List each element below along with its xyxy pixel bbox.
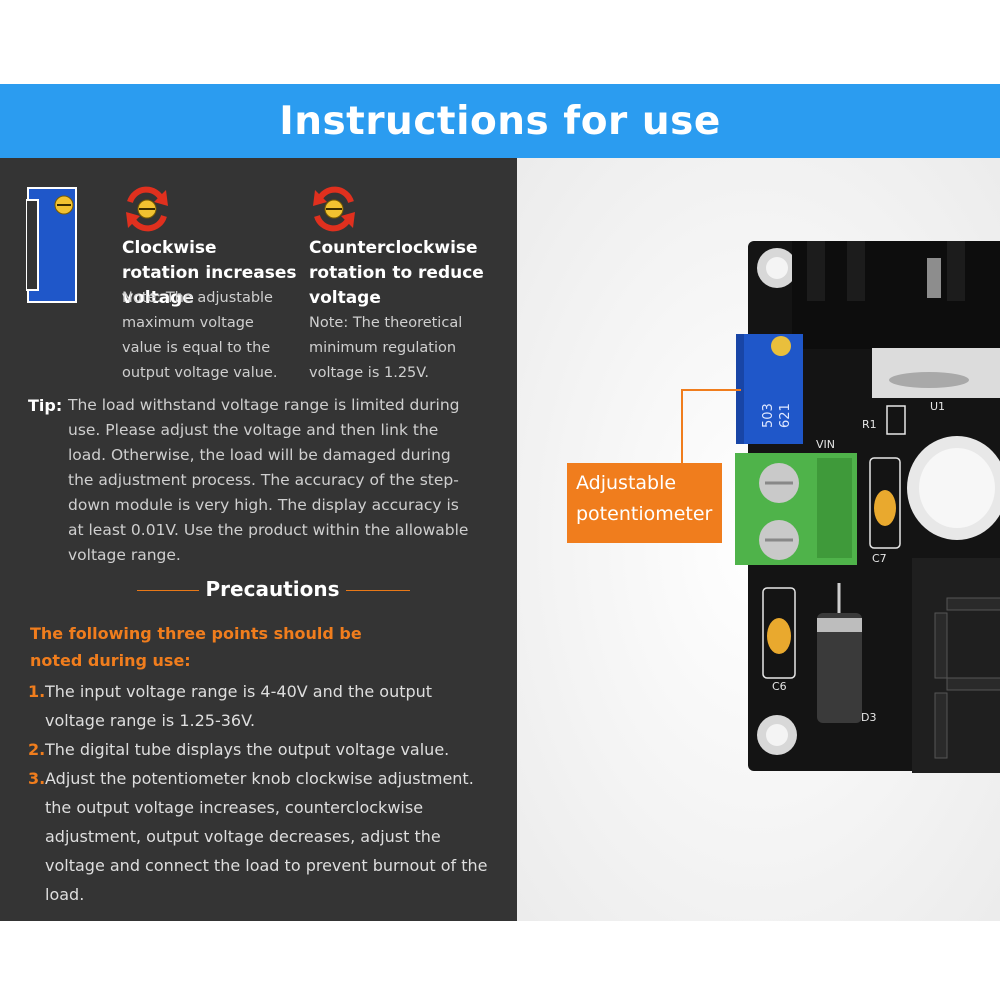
r1-label: R1: [862, 418, 877, 431]
instructions-panel: [0, 158, 517, 921]
callout-connector-vertical: [681, 389, 683, 464]
clockwise-rotation-icon: [126, 186, 168, 232]
title-banner: Instructions for use: [0, 84, 1000, 158]
list-item-text: Adjust the potentiometer knob clockwise …: [45, 769, 488, 904]
pot-code-text: 621: [778, 403, 793, 428]
clockwise-title: Clockwise rotation increases voltage: [122, 238, 297, 308]
u1-label: U1: [930, 400, 945, 413]
list-item: 2. The digital tube displays the output …: [28, 735, 488, 764]
potentiometer-callout: Adjustable potentiometer: [567, 463, 722, 543]
c7-label: C7: [872, 552, 887, 565]
c6-label: C6: [772, 680, 787, 693]
list-item-text: The digital tube displays the output vol…: [45, 740, 450, 759]
product-photo: 503 621 VIN R1 U1 C7 C6 D3: [517, 158, 1000, 921]
d3-label: D3: [861, 711, 876, 724]
counterclockwise-note: Note: The theoretical minimum regulation…: [309, 315, 463, 381]
list-item-number: 2.: [28, 740, 46, 759]
list-item-text: The input voltage range is 4-40V and the…: [45, 682, 433, 730]
list-item-number: 1.: [28, 682, 46, 701]
clockwise-note: Note: The adjustable maximum voltage val…: [122, 290, 278, 381]
circuit-board-illustration: 503 621 VIN R1 U1 C7 C6 D3: [517, 158, 1000, 921]
counterclockwise-title: Counterclockwise rotation to reduce volt…: [309, 238, 484, 308]
tip-label: Tip:: [28, 396, 63, 415]
precautions-divider-left: [137, 590, 199, 591]
tip-text: The load withstand voltage range is limi…: [68, 396, 469, 564]
precautions-title: Precautions: [205, 577, 340, 601]
pot-marking-text: 503: [761, 403, 776, 428]
list-item: 1. The input voltage range is 4-40V and …: [28, 677, 488, 735]
precautions-intro: The following three points should be not…: [30, 624, 362, 670]
counterclockwise-rotation-icon: [313, 186, 355, 232]
vin-label: VIN: [816, 438, 835, 451]
callout-connector-horizontal: [681, 389, 741, 391]
potentiometer-icon: [26, 187, 77, 303]
banner-title: Instructions for use: [279, 98, 721, 144]
list-item: 3. Adjust the potentiometer knob clockwi…: [28, 764, 488, 909]
precautions-list: 1. The input voltage range is 4-40V and …: [28, 677, 488, 909]
list-item-number: 3.: [28, 769, 46, 788]
precautions-divider-right: [346, 590, 410, 591]
